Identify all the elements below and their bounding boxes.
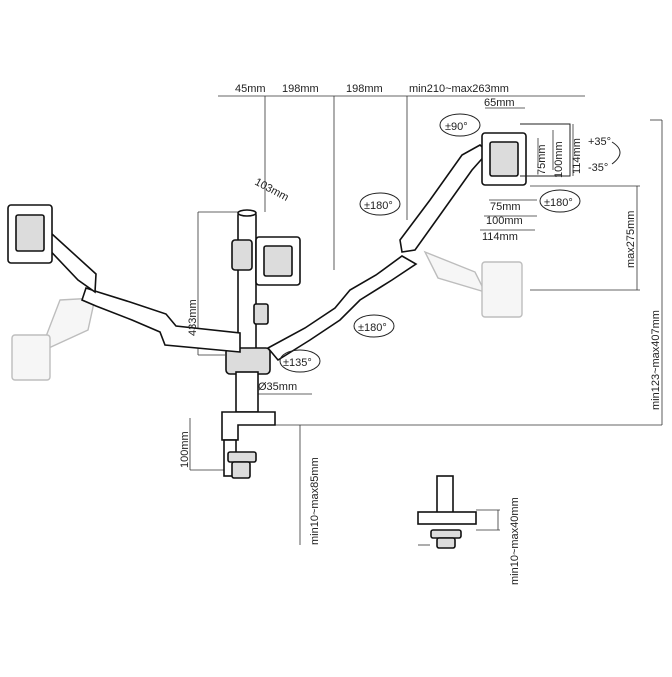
grommet-desk-plate bbox=[417, 511, 477, 525]
vesa-outline bbox=[520, 123, 571, 177]
label-rot-180a: ±180° bbox=[364, 200, 393, 212]
dimension-labels: 45mm 198mm 198mm min210~max263mm 65mm Ø3… bbox=[235, 83, 523, 393]
label-grommet-range: min10~max40mm bbox=[509, 497, 521, 585]
middle-collar bbox=[231, 239, 253, 271]
grommet-screw bbox=[436, 537, 456, 549]
label-198mm-a: 198mm bbox=[282, 83, 319, 95]
label-65mm: 65mm bbox=[484, 97, 515, 109]
grommet-plate bbox=[430, 529, 462, 539]
right-arm bbox=[266, 123, 571, 362]
pole-assembly bbox=[221, 209, 276, 479]
pole-cap bbox=[237, 209, 257, 217]
rotation-arcs bbox=[279, 113, 621, 373]
left-arm bbox=[7, 204, 241, 353]
label-rot-135: ±135° bbox=[283, 357, 312, 369]
label-min210-max263mm: min210~max263mm bbox=[409, 83, 509, 95]
label-rot-180c: ±180° bbox=[358, 322, 387, 334]
label-h100mm: 100mm bbox=[486, 215, 523, 227]
label-h114mm: 114mm bbox=[482, 231, 518, 243]
label-45mm: 45mm bbox=[235, 83, 266, 95]
label-dia35mm: Ø35mm bbox=[258, 381, 297, 393]
grommet-pole bbox=[436, 475, 454, 517]
center-monitor-mount bbox=[253, 236, 301, 325]
clamp-top bbox=[221, 411, 276, 441]
label-v75mm: 75mm bbox=[536, 144, 548, 175]
label-tilt-up: +35° bbox=[588, 136, 611, 148]
label-h75mm: 75mm bbox=[490, 201, 521, 213]
label-tilt-down: -35° bbox=[588, 162, 608, 174]
label-198mm-b: 198mm bbox=[346, 83, 383, 95]
label-103mm: 103mm bbox=[253, 176, 291, 204]
label-v114mm: 114mm bbox=[571, 138, 583, 174]
ghost-positions bbox=[11, 250, 523, 381]
label-clamp-range: min10~max85mm bbox=[309, 457, 321, 545]
grommet-assembly bbox=[417, 475, 477, 549]
label-rot-90: ±90° bbox=[445, 121, 468, 133]
clamp-screw bbox=[231, 461, 251, 479]
rotation-labels: ±90° ±180° ±180° ±180° ±135° +35° -35° bbox=[283, 121, 611, 369]
dimension-lines bbox=[189, 95, 663, 546]
label-433mm: 433mm bbox=[187, 299, 199, 336]
label-height-range: min123~max407mm bbox=[650, 310, 662, 410]
label-v100mm: 100mm bbox=[553, 141, 565, 178]
label-100mm-clamp: 100mm bbox=[179, 431, 191, 468]
rotated-labels: 103mm 433mm 100mm min10~max85mm min10~ma… bbox=[179, 138, 662, 585]
label-max275mm: max275mm bbox=[625, 211, 637, 268]
clamp-plate bbox=[227, 451, 257, 463]
pole-bottom bbox=[235, 371, 259, 413]
label-rot-180b: ±180° bbox=[544, 197, 573, 209]
